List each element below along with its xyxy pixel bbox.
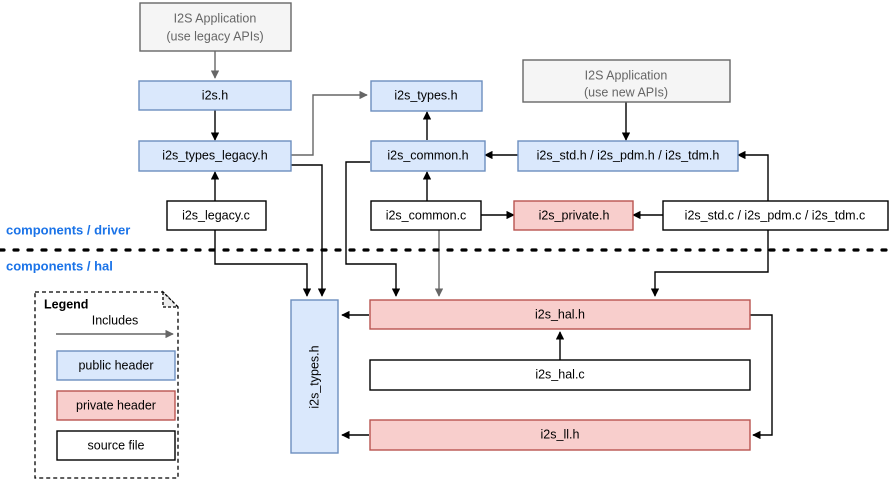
node-i2s-hal-h[interactable]: i2s_hal.h: [369, 299, 751, 330]
node-i2s-types-legacy-h[interactable]: i2s_types_legacy.h: [138, 140, 292, 172]
edge-std-c-to-hal-h: [650, 230, 769, 297]
i2s-types-h-hal-label: i2s_types.h: [307, 345, 321, 408]
i2s-h-box[interactable]: [138, 80, 292, 111]
section-divider: components / driver components / hal: [0, 222, 893, 273]
section-label-hal: components / hal: [6, 258, 113, 273]
section-label-driver: components / driver: [6, 222, 130, 237]
app-new-label-line2: (use new APIs): [584, 85, 668, 99]
app-legacy-label-line1: I2S Application: [174, 11, 257, 25]
legend-swatch-public-header: [56, 350, 176, 381]
i2s-types-h-top-box[interactable]: [370, 80, 483, 112]
legend: Legend Includes public header private he…: [34, 290, 180, 479]
i2s-std-h-box[interactable]: [517, 140, 739, 172]
legend-includes-label: Includes: [92, 313, 139, 327]
i2s-types-legacy-h-box[interactable]: [138, 140, 292, 172]
app-new-label-line1: I2S Application: [585, 68, 668, 82]
node-i2s-types-h-top[interactable]: i2s_types.h: [370, 80, 483, 112]
edge-common-h-to-hal-types: [345, 161, 401, 297]
edge-std-c-to-std-h: [737, 150, 769, 201]
i2s-legacy-c-label: i2s_legacy.c: [182, 208, 250, 222]
node-i2s-ll-h[interactable]: i2s_ll.h: [369, 419, 751, 451]
node-i2s-common-h[interactable]: i2s_common.h: [370, 140, 486, 172]
i2s-types-h-top-label: i2s_types.h: [394, 88, 457, 102]
node-i2s-types-h-hal[interactable]: i2s_types.h: [290, 299, 339, 454]
i2s-common-h-label: i2s_common.h: [387, 148, 468, 162]
legend-label-private-header: private header: [76, 398, 156, 412]
i2s-types-legacy-h-label: i2s_types_legacy.h: [162, 148, 267, 162]
node-i2s-private-h[interactable]: i2s_private.h: [513, 200, 634, 231]
node-i2s-h[interactable]: i2s.h: [138, 80, 292, 111]
node-i2s-std-h[interactable]: i2s_std.h / i2s_pdm.h / i2s_tdm.h: [517, 140, 739, 172]
node-i2s-legacy-c[interactable]: i2s_legacy.c: [166, 200, 267, 231]
i2s-hal-h-label: i2s_hal.h: [535, 307, 585, 321]
i2s-common-c-label: i2s_common.c: [386, 208, 467, 222]
i2s-legacy-c-box[interactable]: [166, 200, 267, 231]
legend-title: Legend: [44, 297, 88, 311]
app-legacy-box[interactable]: [139, 2, 292, 52]
edge-types-legacy-to-types: [291, 90, 368, 156]
i2s-common-h-box[interactable]: [370, 140, 486, 172]
i2s-hal-c-box[interactable]: [369, 359, 751, 391]
edge-hal-h-to-ll-h: [750, 314, 773, 440]
i2s-std-c-box[interactable]: [662, 200, 889, 231]
i2s-types-h-hal-box[interactable]: [290, 299, 339, 454]
i2s-hal-c-label: i2s_hal.c: [535, 367, 584, 381]
i2s-private-h-label: i2s_private.h: [539, 208, 610, 222]
legend-label-public-header: public header: [78, 358, 153, 372]
legend-folded-corner-icon: [162, 290, 180, 308]
node-i2s-hal-c[interactable]: i2s_hal.c: [369, 359, 751, 391]
edge-types-legacy-to-hal-types: [291, 164, 327, 297]
legend-swatch-source-file: [56, 430, 176, 461]
node-app-new[interactable]: I2S Application (use new APIs): [522, 59, 731, 103]
legend-swatch-private-header: [56, 390, 176, 421]
connector-layer: [210, 51, 773, 440]
edge-legacy-c-to-hal-types: [214, 230, 312, 297]
legend-label-source-file: source file: [88, 438, 145, 452]
app-new-box[interactable]: [522, 59, 731, 103]
app-legacy-label-line2: (use legacy APIs): [166, 29, 263, 43]
node-i2s-std-c[interactable]: i2s_std.c / i2s_pdm.c / i2s_tdm.c: [662, 200, 889, 231]
i2s-h-label: i2s.h: [202, 88, 228, 102]
i2s-common-c-box[interactable]: [370, 200, 482, 231]
i2s-hal-h-box[interactable]: [369, 299, 751, 330]
node-app-legacy[interactable]: I2S Application (use legacy APIs): [139, 2, 292, 52]
node-i2s-common-c[interactable]: i2s_common.c: [370, 200, 482, 231]
i2s-std-h-label: i2s_std.h / i2s_pdm.h / i2s_tdm.h: [537, 148, 720, 162]
i2s-private-h-box[interactable]: [513, 200, 634, 231]
i2s-ll-h-box[interactable]: [369, 419, 751, 451]
i2s-std-c-label: i2s_std.c / i2s_pdm.c / i2s_tdm.c: [685, 208, 866, 222]
i2s-ll-h-label: i2s_ll.h: [541, 427, 580, 441]
